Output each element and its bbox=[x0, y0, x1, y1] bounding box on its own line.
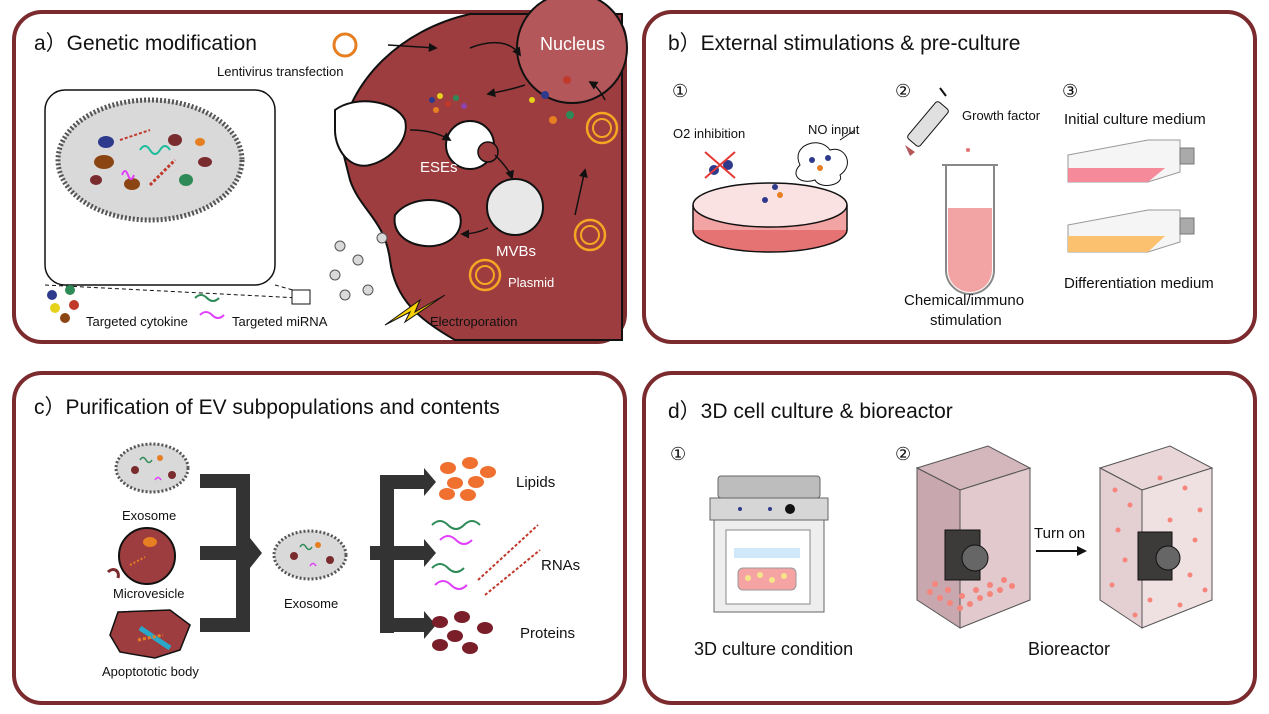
legend-cytokine: Targeted cytokine bbox=[47, 285, 188, 329]
rnas-label: RNAs bbox=[541, 557, 580, 574]
turn-on-label: Turn on bbox=[1034, 525, 1085, 542]
bioreactor-label: Bioreactor bbox=[1028, 639, 1110, 659]
cytokine-label: Targeted cytokine bbox=[86, 314, 188, 329]
step-d2: ② bbox=[895, 444, 911, 464]
panel-b-title: b）External stimulations & pre-culture bbox=[668, 32, 1020, 55]
test-tube bbox=[942, 148, 998, 295]
lipids-label: Lipids bbox=[516, 474, 555, 491]
nucleus-label: Nucleus bbox=[540, 34, 605, 54]
bioreactor-on bbox=[1098, 445, 1214, 629]
step-b2: ② bbox=[895, 81, 911, 101]
proteins-icon bbox=[432, 611, 493, 654]
panel-c: c）Purification of EV subpopulations and … bbox=[12, 371, 627, 705]
released-vesicles bbox=[329, 232, 388, 301]
panel-d: d）3D cell culture & bioreactor ① ② 3D cu… bbox=[642, 371, 1257, 705]
panel-c-title: c）Purification of EV subpopulations and … bbox=[34, 396, 500, 419]
panel-b: b）External stimulations & pre-culture ① … bbox=[642, 10, 1257, 344]
incubator-icon bbox=[709, 475, 829, 613]
panel-d-title: d）3D cell culture & bioreactor bbox=[668, 400, 953, 423]
proteins-label: Proteins bbox=[520, 625, 575, 642]
no-label: NO input bbox=[808, 122, 860, 137]
flask-differentiation bbox=[1067, 209, 1195, 253]
pipette-icon bbox=[905, 87, 949, 156]
plasmid-ring bbox=[468, 258, 502, 292]
exosome-label: Exosome bbox=[122, 508, 176, 523]
exosome-source bbox=[114, 442, 190, 494]
apoptotic-body-source bbox=[109, 609, 191, 659]
mvbs-label: MVBs bbox=[496, 243, 536, 260]
apoptotic-label: Apoptototic body bbox=[102, 664, 199, 679]
step-b1: ① bbox=[672, 81, 688, 101]
rnas-icon bbox=[431, 520, 541, 596]
endocytic-pocket bbox=[334, 100, 407, 167]
initial-medium-label: Initial culture medium bbox=[1064, 111, 1206, 128]
mirna-label: Targeted miRNA bbox=[232, 314, 328, 329]
step-d1: ① bbox=[670, 444, 686, 464]
exosome-center-label: Exosome bbox=[284, 596, 338, 611]
electroporation-label: Electroporation bbox=[430, 314, 517, 329]
zoom-contents bbox=[90, 129, 212, 190]
exocytic-pocket bbox=[393, 199, 462, 248]
o2-label: O2 inhibition bbox=[673, 126, 745, 141]
flask-initial bbox=[1067, 139, 1195, 183]
lentivirus-icon bbox=[332, 32, 358, 58]
cell-diagram: Nucleus ESEs MVBs Plasmid bbox=[334, 0, 628, 341]
lipids-icon bbox=[439, 457, 496, 501]
converging-arrow bbox=[200, 474, 262, 632]
microvesicle-source bbox=[106, 527, 176, 585]
no-molecules-icon bbox=[762, 129, 856, 203]
step-b3: ③ bbox=[1062, 81, 1078, 101]
lentivirus-label: Lentivirus transfection bbox=[217, 64, 343, 79]
mvb-compartment bbox=[486, 178, 544, 236]
lightning-icon bbox=[384, 294, 446, 326]
diff-medium-label: Differentiation medium bbox=[1064, 275, 1214, 292]
growth-factor-label: Growth factor bbox=[962, 108, 1041, 123]
microvesicle-label: Microvesicle bbox=[113, 586, 185, 601]
o2-crossed-icon bbox=[704, 151, 736, 179]
exosome-center bbox=[272, 529, 348, 581]
bioreactor-off bbox=[915, 445, 1032, 629]
legend-mirna: Targeted miRNA bbox=[194, 294, 328, 329]
diverging-arrow bbox=[370, 468, 436, 639]
plasmid-label: Plasmid bbox=[508, 275, 554, 290]
panel-a: a）Genetic modification Nucleus ESEs MVBs bbox=[12, 0, 628, 344]
chem-label-1: Chemical/immuno bbox=[904, 292, 1024, 309]
petri-dish bbox=[692, 182, 848, 253]
eses-label: ESEs bbox=[420, 159, 458, 176]
panel-a-title: a）Genetic modification bbox=[34, 32, 257, 55]
culture-label: 3D culture condition bbox=[694, 639, 853, 659]
chem-label-2: stimulation bbox=[930, 312, 1002, 329]
